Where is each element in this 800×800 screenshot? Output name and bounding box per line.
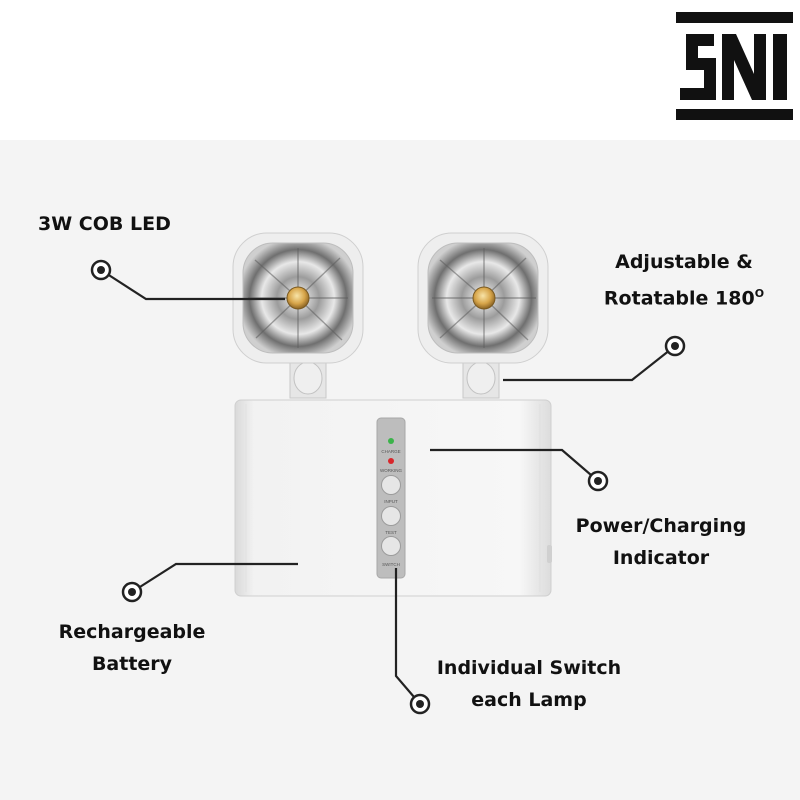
label-battery-line1: Rechargeable <box>58 621 206 643</box>
label-cob-led-text: 3W COB LED <box>38 213 171 235</box>
degree-mark: O <box>754 287 765 300</box>
label-power-line1: Power/Charging <box>575 515 747 537</box>
label-cob-led: 3W COB LED <box>38 208 171 240</box>
label-power-line2: Indicator <box>612 547 710 569</box>
label-switch-line2: each Lamp <box>471 689 587 711</box>
test-button[interactable] <box>381 506 401 526</box>
left-lamp-head <box>232 232 364 399</box>
charge-label: CHARGE <box>381 449 400 454</box>
label-power-indicator: Power/Charging Indicator <box>566 510 756 574</box>
charge-led-icon <box>388 438 394 444</box>
input-label: INPUT <box>384 499 398 504</box>
label-adjustable: Adjustable & Rotatable 180O <box>594 246 774 314</box>
right-lamp-head <box>417 232 549 399</box>
label-battery-line2: Battery <box>91 653 173 675</box>
callout-lines <box>100 269 676 705</box>
control-panel: CHARGE WORKING INPUT TEST SWITCH <box>376 417 406 579</box>
label-individual-switch: Individual Switch each Lamp <box>424 652 634 716</box>
label-adjustable-line2: Rotatable 180O <box>603 287 765 310</box>
sni-logo <box>676 12 793 120</box>
input-button[interactable] <box>381 475 401 495</box>
label-switch-line1: Individual Switch <box>436 657 622 679</box>
switch-label: SWITCH <box>382 562 400 567</box>
working-led-icon <box>388 458 394 464</box>
working-label: WORKING <box>380 468 402 473</box>
label-adjustable-line1: Adjustable & <box>615 251 753 273</box>
callout-markers <box>90 259 686 715</box>
label-battery: Rechargeable Battery <box>48 616 216 680</box>
switch-button[interactable] <box>381 536 401 556</box>
test-label: TEST <box>385 530 397 535</box>
